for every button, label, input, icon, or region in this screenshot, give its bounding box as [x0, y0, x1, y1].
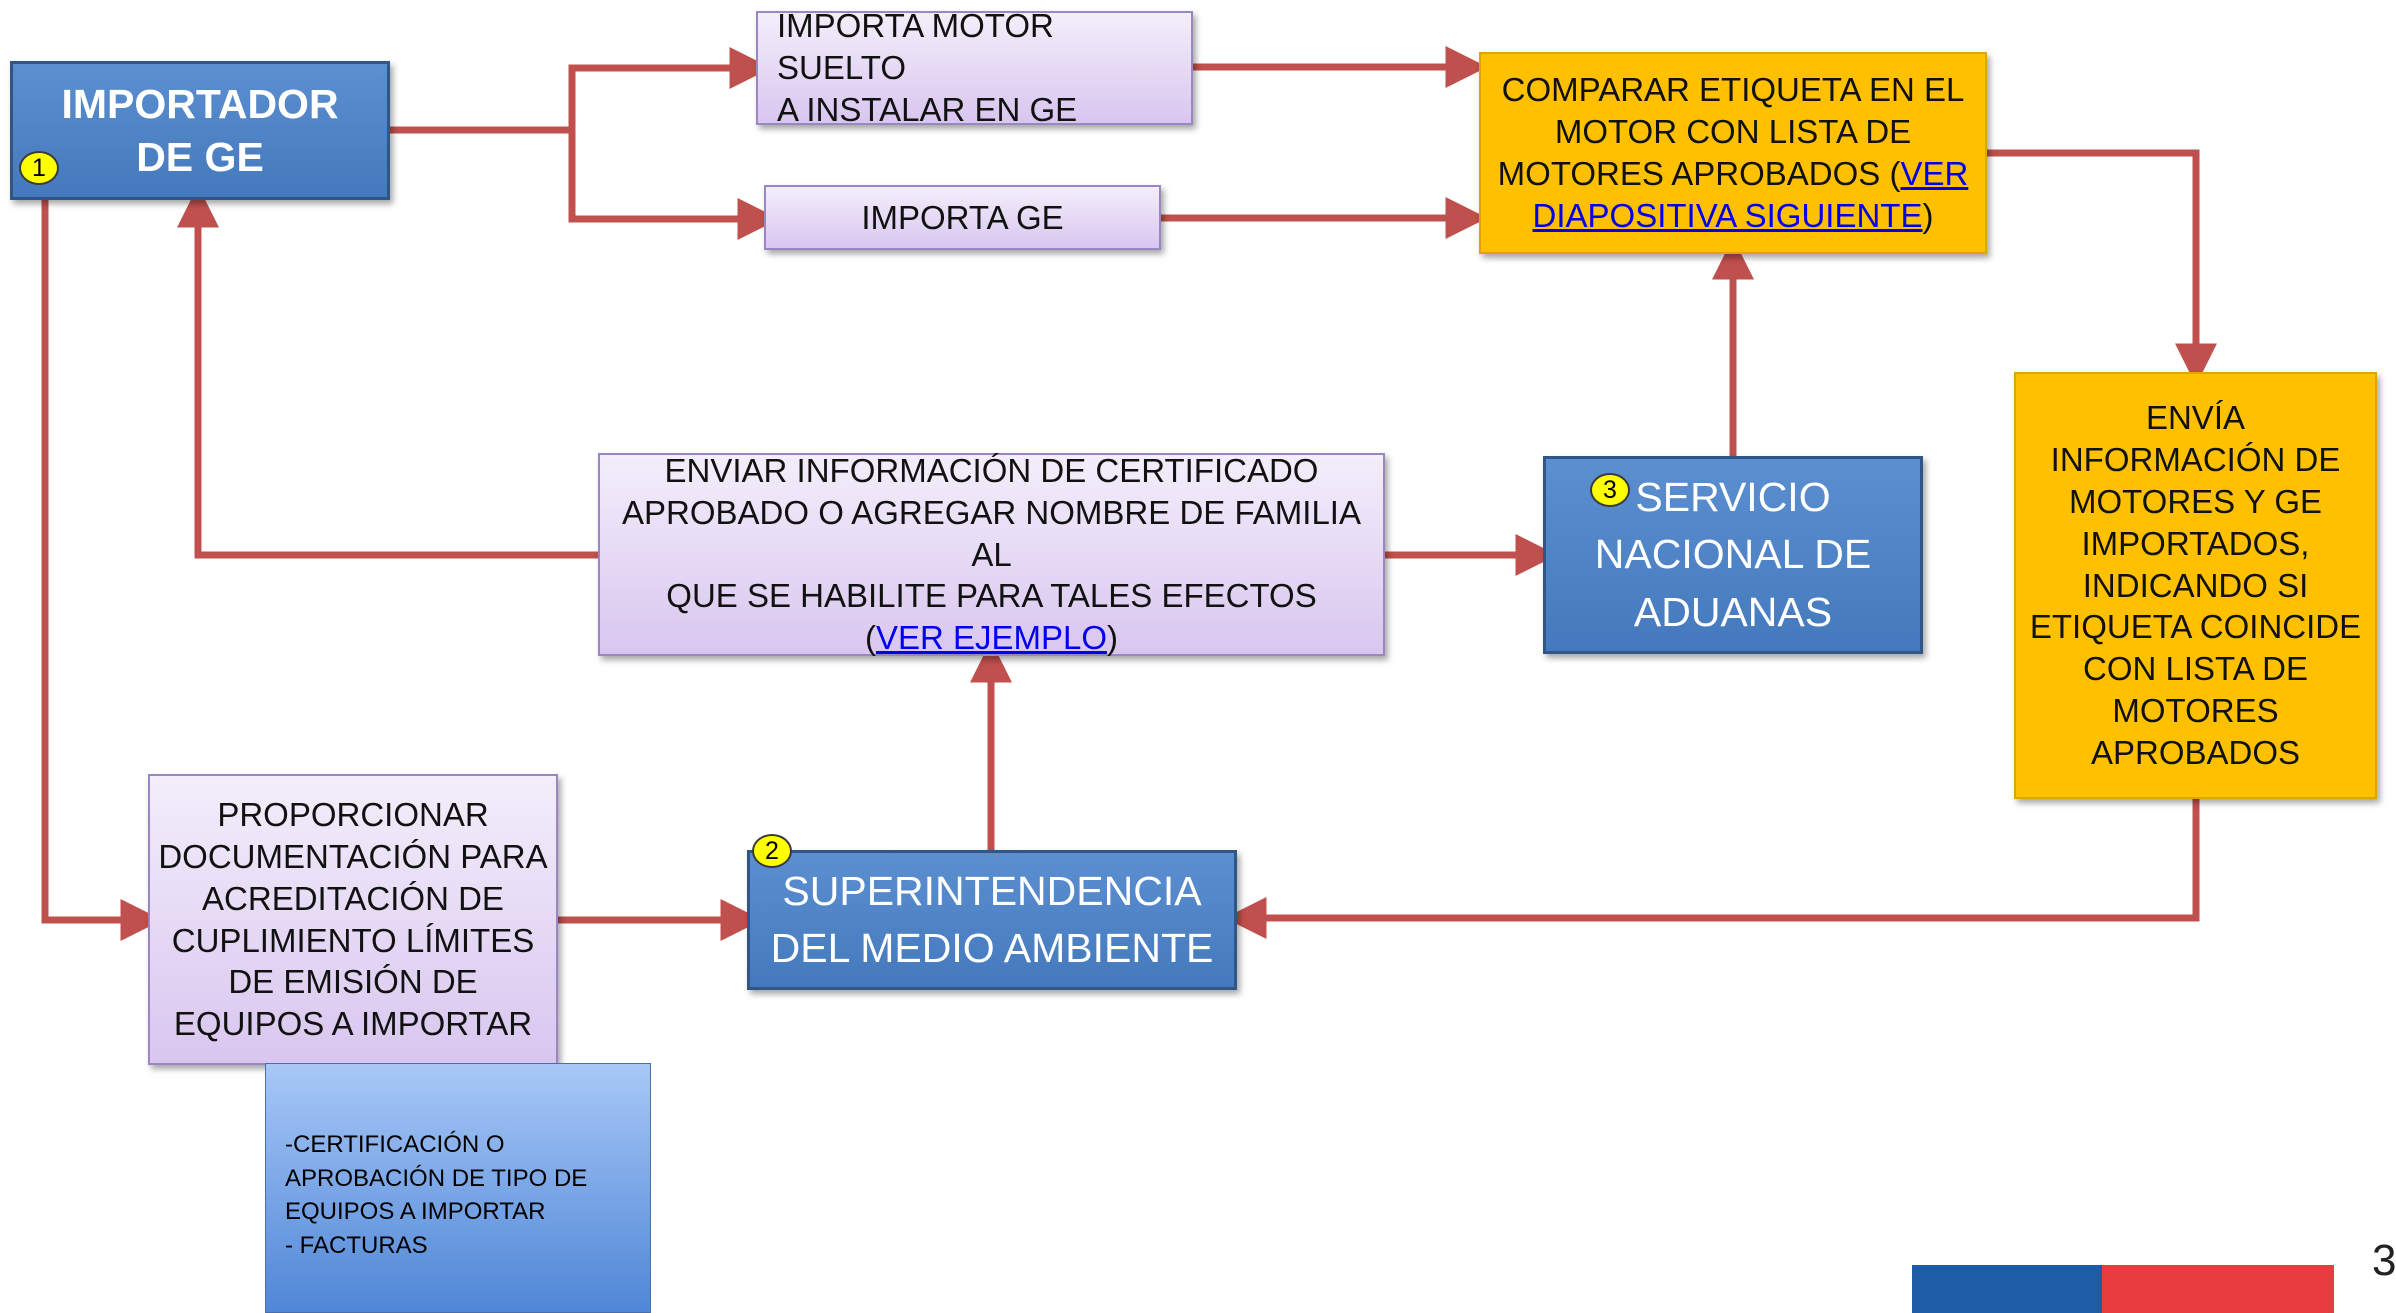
importa-ge-box: IMPORTA GE	[764, 185, 1161, 250]
proporcionar-line-3: ACREDITACIÓN DE	[202, 879, 504, 917]
aduanas-line-1: SERVICIO	[1635, 473, 1831, 520]
enviar-info-line-2: APROBADO O AGREGAR NOMBRE DE FAMILIA AL	[622, 493, 1361, 573]
aduanas-box: SERVICIO NACIONAL DE ADUANAS	[1543, 456, 1923, 654]
proporcionar-line-5: DE EMISIÓN DE	[228, 963, 478, 1001]
enviar-info-line-3: QUE SE HABILITE PARA TALES EFECTOS	[666, 577, 1317, 615]
envia-line-3: MOTORES Y GE	[2068, 482, 2323, 520]
step-badge-3: 3	[1590, 473, 1630, 507]
note-line-1: -CERTIFICACIÓN O	[285, 1131, 505, 1158]
arrow-enviar-info-to-importador	[177, 185, 598, 559]
proporcionar-line-1: PROPORCIONAR	[217, 795, 489, 833]
enviar-info-open-paren: (	[864, 619, 876, 657]
ver-ejemplo-link[interactable]: VER EJEMPLO	[875, 619, 1108, 657]
arrow-importador-to-proporcionar	[41, 200, 163, 941]
envia-line-9: APROBADOS	[2090, 734, 2301, 772]
step-badge-1: 1	[19, 151, 59, 185]
note-line-4: - FACTURAS	[285, 1231, 428, 1259]
enviar-info-box: ENVIAR INFORMACIÓN DE CERTIFICADO APROBA…	[598, 451, 1385, 659]
envia-line-2: INFORMACIÓN DE	[2050, 440, 2341, 478]
importador-line-2: DE GE	[136, 133, 264, 180]
proporcionar-line-2: DOCUMENTACIÓN PARA	[158, 837, 548, 875]
envia-box: ENVÍA INFORMACIÓN DE MOTORES Y GE IMPORT…	[2014, 372, 2377, 799]
envia-line-5: INDICANDO SI	[2082, 566, 2309, 604]
aduanas-line-3: ADUANAS	[1633, 588, 1833, 635]
comparar-line-3-text: MOTORES APROBADOS (	[1497, 155, 1901, 192]
page-number: 3	[2372, 1236, 2396, 1285]
enviar-info-line-4: (VER EJEMPLO)	[865, 617, 1118, 659]
envia-line-6: ETIQUETA COINCIDE	[2029, 608, 2362, 646]
envia-line-8: MOTORES	[2112, 692, 2279, 730]
envia-line-7: CON LISTA DE	[2083, 650, 2308, 688]
importador-box: IMPORTADOR DE GE	[10, 61, 390, 200]
flag-red-stripe	[2102, 1265, 2334, 1313]
importa-ge-label: IMPORTA GE	[861, 198, 1064, 236]
arrow-envia-to-superintendencia	[1224, 798, 2200, 939]
superintendencia-box: SUPERINTENDENCIA DEL MEDIO AMBIENTE	[747, 850, 1237, 990]
motor-suelto-box: IMPORTA MOTOR SUELTO A INSTALAR EN GE	[756, 7, 1193, 128]
note-line-3: EQUIPOS A IMPORTAR	[285, 1198, 546, 1226]
step-badge-2: 2	[752, 834, 792, 868]
superintendencia-line-2: DEL MEDIO AMBIENTE	[770, 925, 1214, 971]
aduanas-line-2: NACIONAL DE	[1594, 531, 1872, 578]
superintendencia-line-1: SUPERINTENDENCIA	[782, 867, 1202, 914]
flag-blue-stripe	[1912, 1265, 2102, 1313]
arrow-comparar-to-envia	[1986, 149, 2217, 386]
comparar-line-4: DIAPOSITIVA SIGUIENTE)	[1533, 195, 1934, 237]
enviar-info-close-paren: )	[1107, 619, 1119, 657]
importador-line-1: IMPORTADOR	[61, 81, 339, 128]
arrow-importador-to-importa-ge	[568, 130, 780, 240]
envia-line-4: IMPORTADOS,	[2081, 524, 2310, 562]
comparar-line-3: MOTORES APROBADOS (VER	[1498, 153, 1969, 195]
ver-diapositiva-link-part-1[interactable]: VER	[1900, 155, 1969, 192]
envia-line-1: ENVÍA	[2145, 398, 2246, 436]
proporcionar-line-6: EQUIPOS A IMPORTAR	[173, 1005, 533, 1043]
enviar-info-line-1: ENVIAR INFORMACIÓN DE CERTIFICADO	[664, 451, 1319, 489]
proporcionar-box: PROPORCIONAR DOCUMENTACIÓN PARA ACREDITA…	[148, 774, 558, 1065]
arrow-importador-to-motor-suelto	[388, 47, 772, 134]
proporcionar-line-4: CUPLIMIENTO LÍMITES	[171, 921, 535, 959]
motor-suelto-line-1: IMPORTA MOTOR SUELTO	[777, 7, 1054, 87]
documents-note-box: -CERTIFICACIÓN O APROBACIÓN DE TIPO DE E…	[265, 1063, 651, 1313]
comparar-line-2: MOTOR CON LISTA DE	[1554, 113, 1912, 151]
comparar-line-1: COMPARAR ETIQUETA EN EL	[1501, 71, 1965, 109]
note-line-2: APROBACIÓN DE TIPO DE	[285, 1164, 588, 1192]
ver-diapositiva-link-part-2[interactable]: DIAPOSITIVA SIGUIENTE	[1532, 196, 1923, 234]
motor-suelto-line-2: A INSTALAR EN GE	[777, 90, 1078, 128]
comparar-close-paren: )	[1922, 196, 1934, 234]
comparar-box: COMPARAR ETIQUETA EN EL MOTOR CON LISTA …	[1479, 52, 1987, 254]
